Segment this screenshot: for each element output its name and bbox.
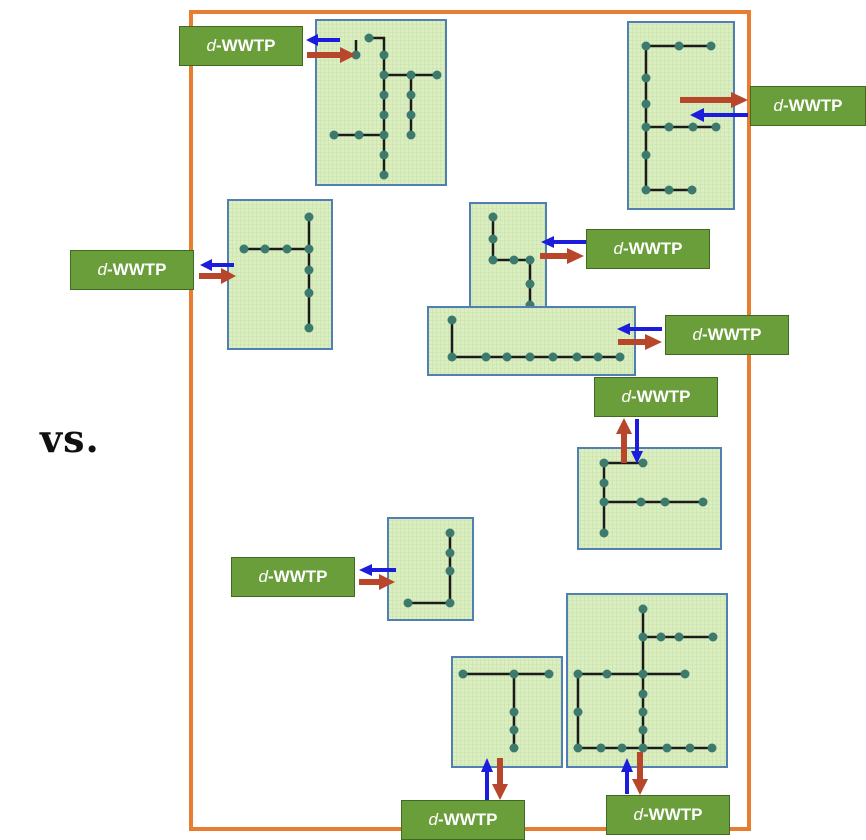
wwtp-5: d-WWTP [665,315,789,355]
wwtp-suffix: -WWTP [267,567,328,586]
wwtp-prefix: d [621,387,631,406]
flow-arrows [199,34,748,800]
wwtp-suffix: -WWTP [630,387,691,406]
wwtp-9: d-WWTP [606,795,730,835]
wwtp-suffix: -WWTP [215,36,276,55]
wwtp-prefix: d [692,325,702,344]
cluster-5 [427,306,636,376]
wwtp-prefix: d [773,96,783,115]
wwtp-prefix: d [97,260,107,279]
wwtp-suffix: -WWTP [701,325,762,344]
comparison-label: vs. [40,416,100,461]
wwtp-prefix: d [258,567,268,586]
wwtp-prefix: d [428,810,438,829]
wwtp-suffix: -WWTP [622,239,683,258]
wwtp-6: d-WWTP [594,377,718,417]
wwtp-2: d-WWTP [750,86,866,126]
wwtp-1: d-WWTP [179,26,303,66]
cluster-4 [469,202,547,320]
wwtp-suffix: -WWTP [106,260,167,279]
wwtp-suffix: -WWTP [782,96,843,115]
cluster-8 [451,656,563,768]
cluster-1 [315,19,447,186]
wwtp-prefix: d [206,36,216,55]
cluster-6 [577,447,722,550]
cluster-3 [227,199,333,350]
wwtp-suffix: -WWTP [642,805,703,824]
wwtp-prefix: d [633,805,643,824]
wwtp-7: d-WWTP [231,557,355,597]
cluster-7 [387,517,474,621]
wwtp-prefix: d [613,239,623,258]
wwtp-4: d-WWTP [586,229,710,269]
wwtp-3: d-WWTP [70,250,194,290]
cluster-9 [566,593,728,768]
wwtp-suffix: -WWTP [437,810,498,829]
wwtp-8: d-WWTP [401,800,525,840]
